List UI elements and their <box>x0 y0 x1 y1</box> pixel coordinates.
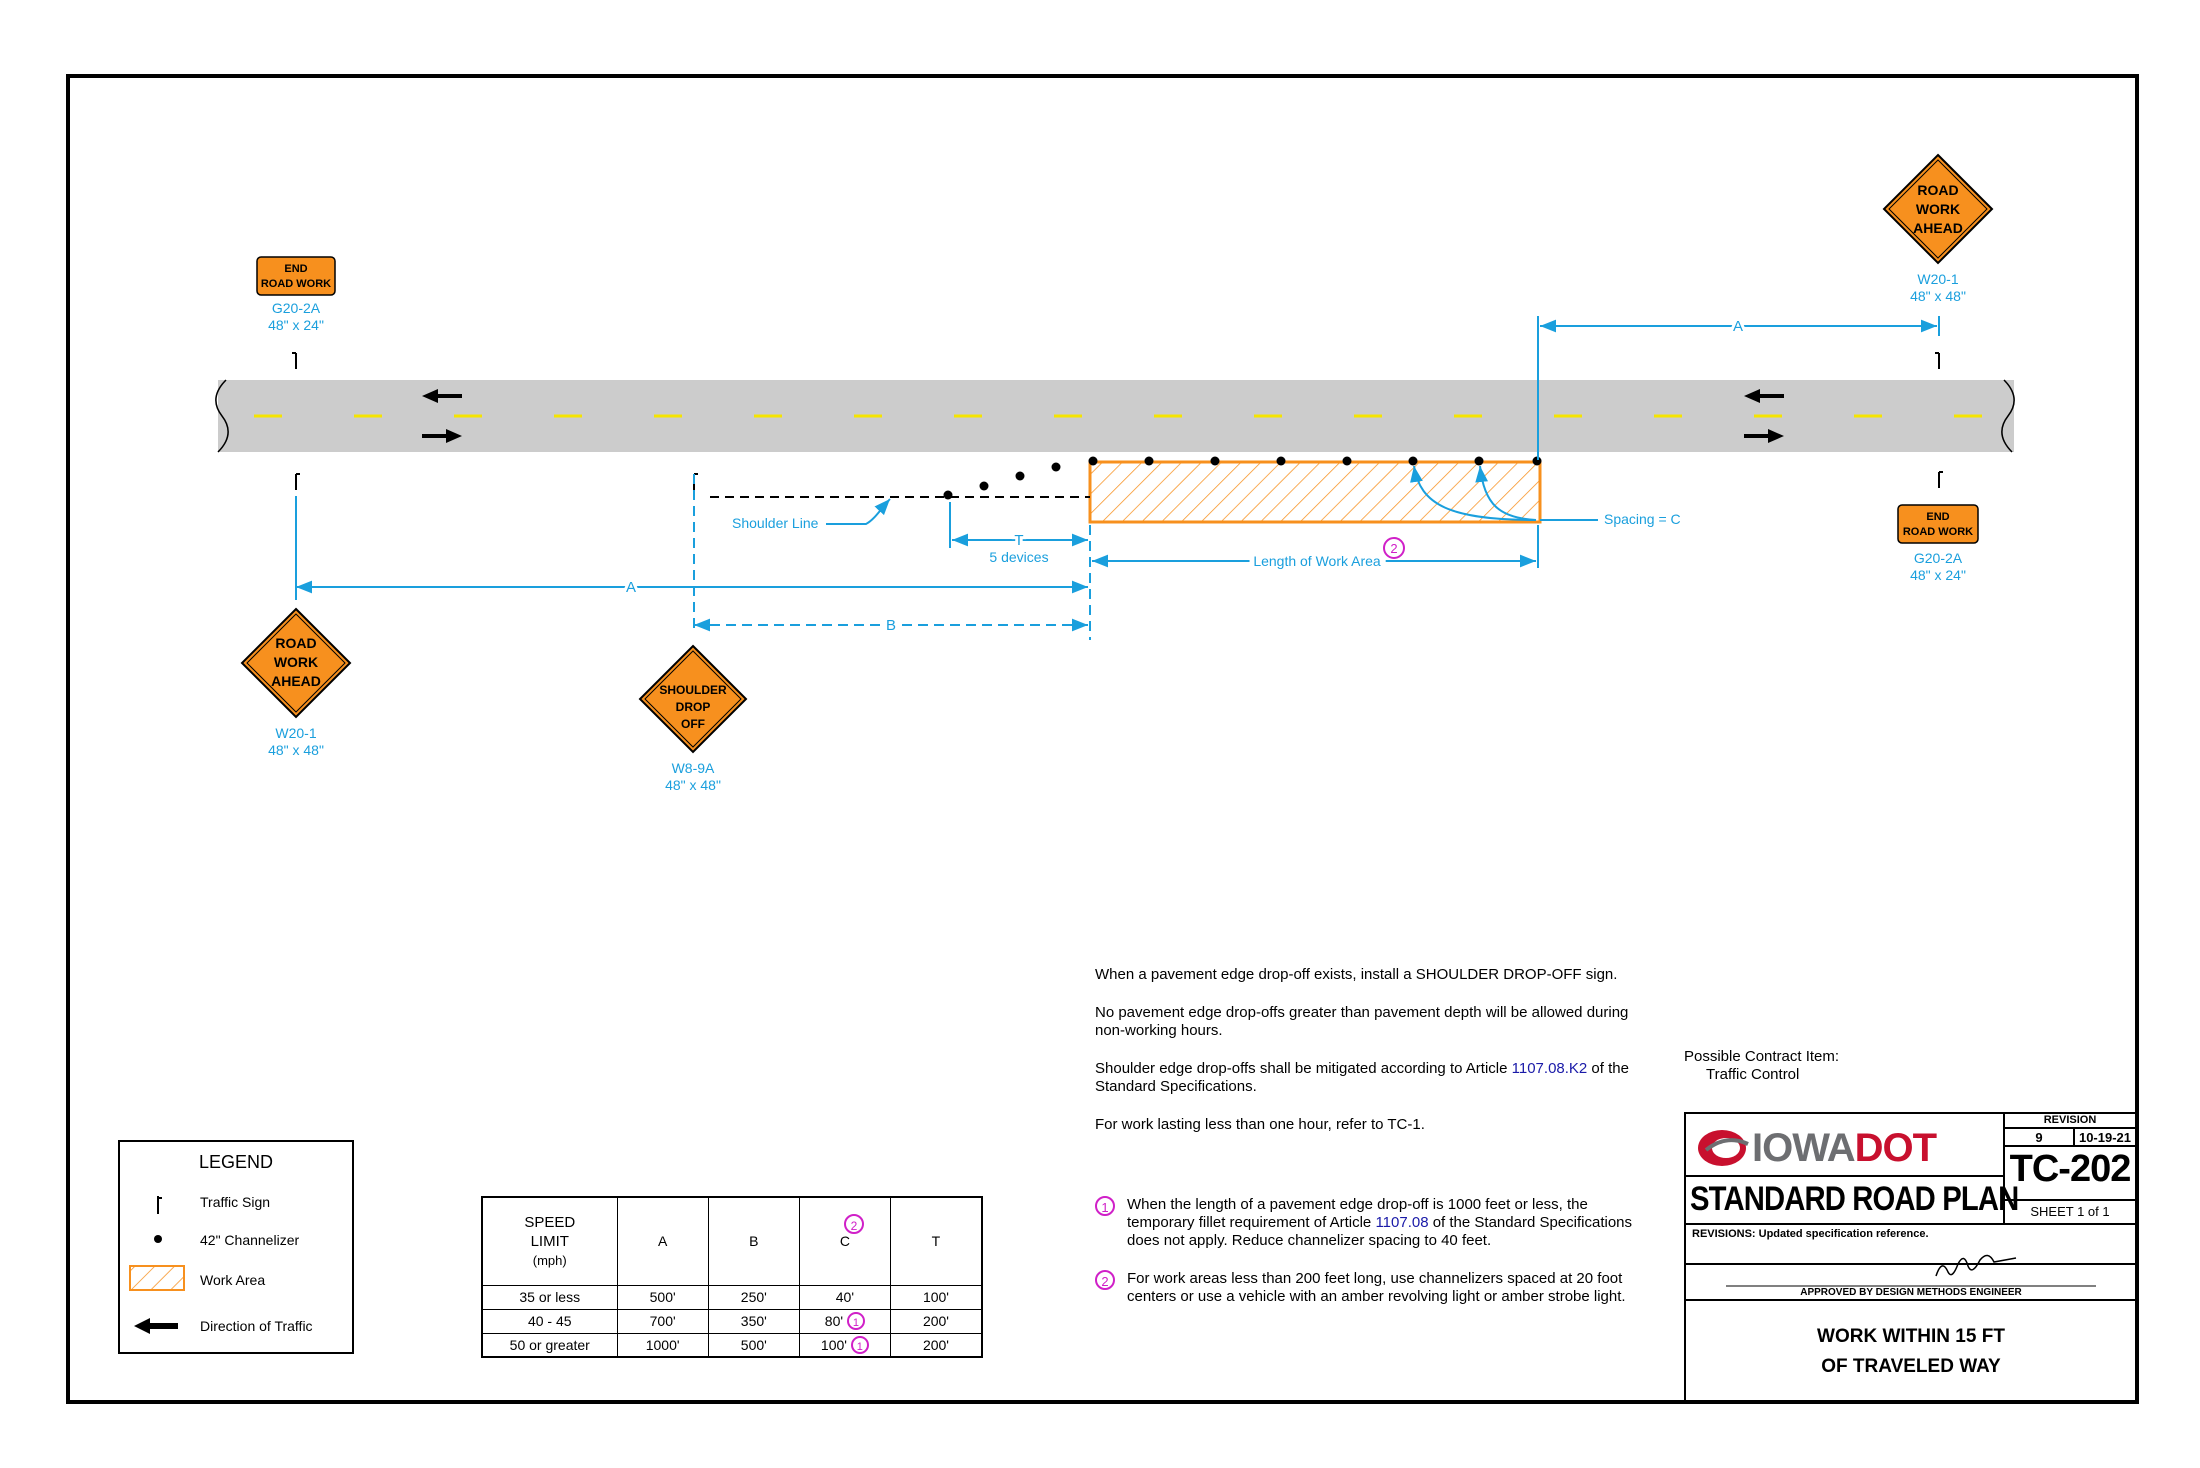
approval-signature <box>1935 1254 2017 1277</box>
dim-t-sub: 5 devices <box>989 549 1048 565</box>
legend-channelizer-icon <box>154 1235 162 1243</box>
svg-text:OFF: OFF <box>681 717 705 731</box>
shoulder-drop-off-sign: SHOULDER DROP OFF W8-9A 48" x 48" <box>638 644 748 793</box>
iowa-dot-logo-mark <box>1698 1130 1749 1166</box>
dim-b: B <box>886 617 896 634</box>
note-1: When a pavement edge drop-off exists, in… <box>1095 966 1618 983</box>
svg-text:AHEAD: AHEAD <box>271 673 321 689</box>
svg-text:SHOULDER: SHOULDER <box>659 683 727 697</box>
plan-title-line-1: WORK WITHIN 15 FT <box>1817 1326 2005 1347</box>
svg-text:48" x 48": 48" x 48" <box>665 777 721 793</box>
header-b: B <box>707 1196 800 1286</box>
svg-text:WORK: WORK <box>1916 201 1960 217</box>
dimension-lines <box>295 316 1940 640</box>
svg-text:END: END <box>284 263 307 275</box>
article-link-1107-08[interactable]: 1107.08 <box>1375 1214 1429 1231</box>
plan-title-line-2: OF TRAVELED WAY <box>1821 1356 2001 1377</box>
svg-text:G20-2A: G20-2A <box>272 300 321 316</box>
svg-text:ROAD: ROAD <box>275 635 316 651</box>
sheet-border <box>66 74 2139 1404</box>
svg-text:48" x 48": 48" x 48" <box>1910 288 1966 304</box>
road-work-ahead-sign-left: ROAD WORK AHEAD W20-1 48" x 48" <box>240 607 352 758</box>
dim-shoulder-line: Shoulder Line <box>732 515 819 531</box>
work-length-note-marker: 2 <box>1383 537 1405 559</box>
legend-item-work-area: Work Area <box>200 1272 266 1288</box>
work-area <box>1088 460 1542 524</box>
roadway <box>215 379 2015 453</box>
end-road-work-sign-right: END ROAD WORK G20-2A 48" x 24" <box>1897 504 1979 583</box>
svg-text:48" x 48": 48" x 48" <box>268 742 324 758</box>
footnote-1-marker: 1 <box>1095 1196 1115 1216</box>
header-a: A <box>616 1196 709 1286</box>
svg-text:G20-2A: G20-2A <box>1914 550 1963 566</box>
legend-work-area-icon <box>129 1265 185 1291</box>
note-3: Shoulder edge drop-offs shall be mitigat… <box>1095 1060 1629 1095</box>
end-road-work-sign-left: END ROAD WORK G20-2A 48" x 24" <box>256 256 336 333</box>
svg-text:W20-1: W20-1 <box>1917 271 1958 287</box>
note-2: No pavement edge drop-offs greater than … <box>1095 1004 1629 1039</box>
dim-a-right: A <box>1733 318 1743 335</box>
svg-text:48" x 24": 48" x 24" <box>1910 567 1966 583</box>
legend-direction-icon <box>134 1318 178 1334</box>
svg-text:END: END <box>1926 511 1949 523</box>
svg-text:AHEAD: AHEAD <box>1913 220 1963 236</box>
traffic-direction-arrows <box>422 389 1784 443</box>
svg-text:ROAD: ROAD <box>1917 182 1958 198</box>
standard-road-plan: STANDARD ROAD PLAN <box>1690 1180 2019 1218</box>
svg-text:WORK: WORK <box>274 654 318 670</box>
iowa-dot-logo-text: IOWADOT <box>1752 1126 1937 1170</box>
possible-contract-item: Possible Contract Item: Traffic Control <box>1684 1048 1840 1083</box>
svg-text:48" x 24": 48" x 24" <box>268 317 324 333</box>
dim-t: T <box>1014 532 1023 549</box>
sheet-number: SHEET 1 of 1 <box>2030 1204 2110 1219</box>
revision-date: 10-19-21 <box>2078 1130 2132 1145</box>
revisions-note: REVISIONS: Updated specification referen… <box>1692 1228 1929 1240</box>
road-work-ahead-sign-right: ROAD WORK AHEAD W20-1 48" x 48" <box>1882 153 1994 304</box>
legend-traffic-sign-icon <box>157 1196 162 1214</box>
legend-title: LEGEND <box>198 1152 274 1172</box>
svg-text:2: 2 <box>1390 541 1397 556</box>
footnote-2-marker: 2 <box>1095 1270 1115 1290</box>
footnote-2: 2 For work areas less than 200 feet long… <box>1095 1270 1655 1306</box>
svg-text:DROP: DROP <box>676 700 711 714</box>
revision-label: REVISION <box>2043 1114 2097 1126</box>
header-t: T <box>889 1196 983 1286</box>
svg-text:ROAD WORK: ROAD WORK <box>261 278 331 290</box>
legend-item-direction: Direction of Traffic <box>200 1318 313 1334</box>
legend-item-channelizer: 42" Channelizer <box>200 1232 300 1248</box>
dim-a-left: A <box>626 579 636 596</box>
header-c-note: 2 <box>843 1214 864 1234</box>
general-notes: When a pavement edge drop-off exists, in… <box>1095 966 1655 1154</box>
svg-text:W20-1: W20-1 <box>275 725 316 741</box>
revision-number: 9 <box>2035 1130 2043 1145</box>
legend-item-traffic-sign: Traffic Sign <box>200 1194 271 1210</box>
legend: LEGEND Traffic Sign 42" Channelizer Work… <box>118 1140 354 1354</box>
note-4: For work lasting less than one hour, ref… <box>1095 1116 1425 1133</box>
dim-work-length: Length of Work Area <box>1253 553 1381 569</box>
svg-text:W8-9A: W8-9A <box>672 760 715 776</box>
channelizers <box>943 456 1542 500</box>
dim-spacing: Spacing = C <box>1604 511 1681 527</box>
footnote-1: 1 When the length of a pavement edge dro… <box>1095 1196 1655 1250</box>
svg-text:ROAD WORK: ROAD WORK <box>1903 526 1973 538</box>
plan-number: TC-202 <box>2009 1148 2132 1190</box>
title-block: REVISION 9 10-19-21 IOWADOT STANDARD ROA… <box>1684 1112 2138 1402</box>
approval-line: APPROVED BY DESIGN METHODS ENGINEER <box>1800 1287 2022 1298</box>
article-link-1107-08-k2[interactable]: 1107.08.K2 <box>1511 1060 1588 1077</box>
